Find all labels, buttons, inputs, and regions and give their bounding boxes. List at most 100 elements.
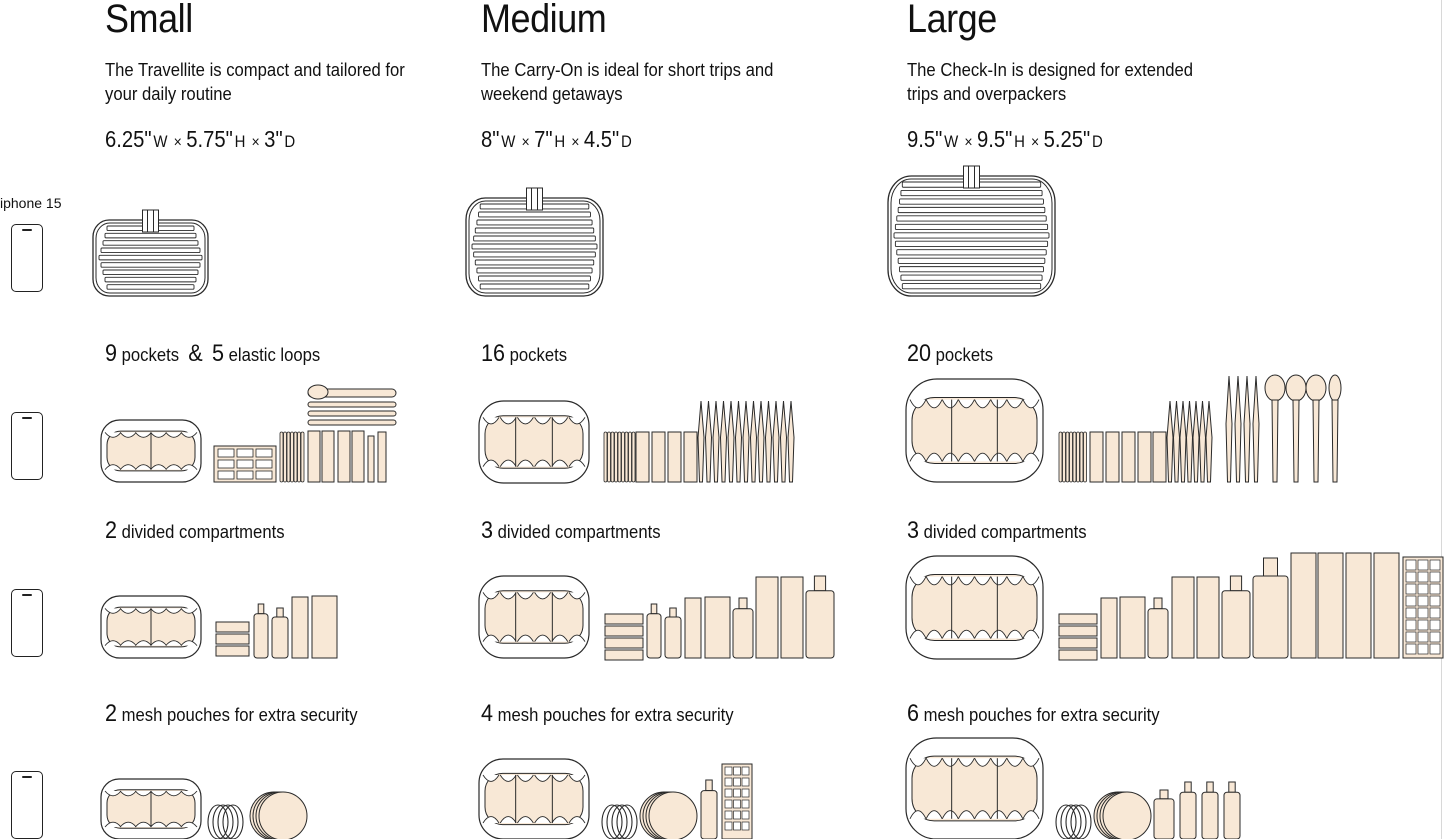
compact-case bbox=[1058, 649, 1098, 661]
cotton-pad bbox=[258, 791, 308, 839]
makeup-brush bbox=[1225, 375, 1233, 483]
scallop bbox=[517, 459, 534, 467]
cotton-swab bbox=[1079, 431, 1084, 483]
times: × bbox=[173, 134, 182, 151]
palette-pan bbox=[1429, 607, 1441, 619]
hair-tie bbox=[1070, 804, 1092, 839]
palette-pan bbox=[1429, 631, 1441, 643]
cosmetic-tube bbox=[311, 595, 338, 659]
times: × bbox=[964, 134, 973, 151]
cosmetic-tube bbox=[704, 596, 731, 659]
size-dimensions: 8"W×7"H×4.5"D bbox=[481, 126, 634, 153]
scallop bbox=[119, 640, 137, 646]
scallop bbox=[1006, 758, 1024, 767]
scallop bbox=[990, 758, 1008, 767]
scallop bbox=[482, 816, 500, 824]
mesh-count: 4 bbox=[481, 700, 494, 727]
bottle-body bbox=[646, 613, 662, 659]
scallop bbox=[150, 821, 167, 828]
scallop bbox=[909, 810, 927, 819]
scallop bbox=[165, 432, 183, 438]
cosmetic-tube bbox=[1119, 596, 1146, 659]
size-title: Medium bbox=[481, 0, 607, 41]
unit-h: H bbox=[554, 132, 566, 151]
bag-stripe bbox=[896, 249, 1047, 256]
scallop bbox=[135, 640, 152, 646]
unit-d: D bbox=[621, 132, 632, 151]
palette-pan bbox=[255, 448, 273, 458]
scallop bbox=[534, 417, 551, 425]
scallop bbox=[534, 774, 551, 782]
compartments-count: 2 bbox=[105, 517, 118, 544]
cotton-swab bbox=[610, 431, 615, 483]
scallop bbox=[499, 459, 517, 467]
brush-handle bbox=[307, 401, 397, 408]
cosmetic-tube bbox=[1317, 552, 1344, 659]
bottle-body bbox=[664, 616, 682, 659]
palette-pan bbox=[741, 799, 750, 809]
cotton-swab bbox=[1058, 431, 1063, 483]
palette-pan bbox=[733, 766, 741, 776]
bag-stripe bbox=[102, 269, 199, 275]
compartments-feature: 3 divided compartments bbox=[481, 517, 661, 545]
hair-tie bbox=[611, 804, 633, 839]
size-description: The Check-In is designed for extended tr… bbox=[907, 59, 1194, 104]
scallop bbox=[150, 464, 167, 470]
zipper-pull bbox=[142, 209, 159, 233]
cotton-swab bbox=[290, 431, 294, 483]
scallop bbox=[499, 592, 517, 600]
brush-head bbox=[1264, 374, 1286, 402]
scallop bbox=[499, 634, 517, 642]
large-mesh-items bbox=[1055, 781, 1241, 839]
palette-pan bbox=[741, 766, 750, 776]
small-bag-open bbox=[100, 595, 202, 659]
scallop bbox=[990, 399, 1008, 409]
scallop bbox=[941, 452, 959, 462]
makeup-brush bbox=[787, 400, 795, 483]
pockets-feature: 16 pockets bbox=[481, 340, 567, 368]
size-description: The Carry-On is ideal for short trips an… bbox=[481, 59, 774, 104]
makeup-brush bbox=[734, 400, 743, 483]
bottle-body bbox=[1153, 798, 1175, 839]
bag-stripe bbox=[894, 223, 1049, 231]
scallop bbox=[150, 640, 167, 646]
bottle-body bbox=[1179, 791, 1197, 839]
cotton-swab bbox=[617, 431, 622, 483]
mesh-feature: 2 mesh pouches for extra security bbox=[105, 700, 358, 728]
compartments-label: divided compartments bbox=[497, 521, 661, 542]
scallop bbox=[990, 629, 1008, 639]
brush-head bbox=[1328, 374, 1342, 402]
large-pockets-items bbox=[1058, 374, 1342, 483]
cotton-swab bbox=[603, 431, 608, 483]
bottle-cap bbox=[1229, 575, 1243, 592]
dim-width: 9.5" bbox=[907, 126, 943, 152]
bottle-cap bbox=[1263, 557, 1278, 577]
bottle-body bbox=[805, 590, 835, 659]
palette-pan bbox=[1405, 571, 1417, 583]
scallop bbox=[482, 417, 500, 425]
bottle-body bbox=[253, 613, 269, 659]
scallop bbox=[974, 576, 991, 586]
mesh-count: 2 bbox=[105, 700, 118, 727]
mesh-feature: 4 mesh pouches for extra security bbox=[481, 700, 734, 728]
makeup-brush bbox=[742, 400, 750, 483]
palette-pan bbox=[1429, 643, 1441, 655]
cosmetic-tube bbox=[651, 431, 666, 483]
phone-icon bbox=[11, 412, 43, 480]
bag-stripe bbox=[104, 276, 197, 283]
scallop bbox=[135, 464, 152, 470]
palette-pan bbox=[724, 788, 733, 798]
compact-case bbox=[604, 625, 644, 637]
medium-bag-open bbox=[478, 400, 590, 484]
scallop bbox=[180, 432, 198, 438]
palette-pan bbox=[1405, 643, 1417, 655]
scallop bbox=[551, 592, 569, 600]
bag-stripe bbox=[102, 240, 199, 246]
hair-tie bbox=[616, 804, 638, 839]
palette-pan bbox=[741, 821, 750, 831]
cotton-swab bbox=[1072, 431, 1077, 483]
small-compartment-items bbox=[215, 595, 338, 659]
cotton-swab bbox=[624, 431, 629, 483]
bottle-body bbox=[700, 790, 718, 839]
scallop bbox=[482, 634, 500, 642]
